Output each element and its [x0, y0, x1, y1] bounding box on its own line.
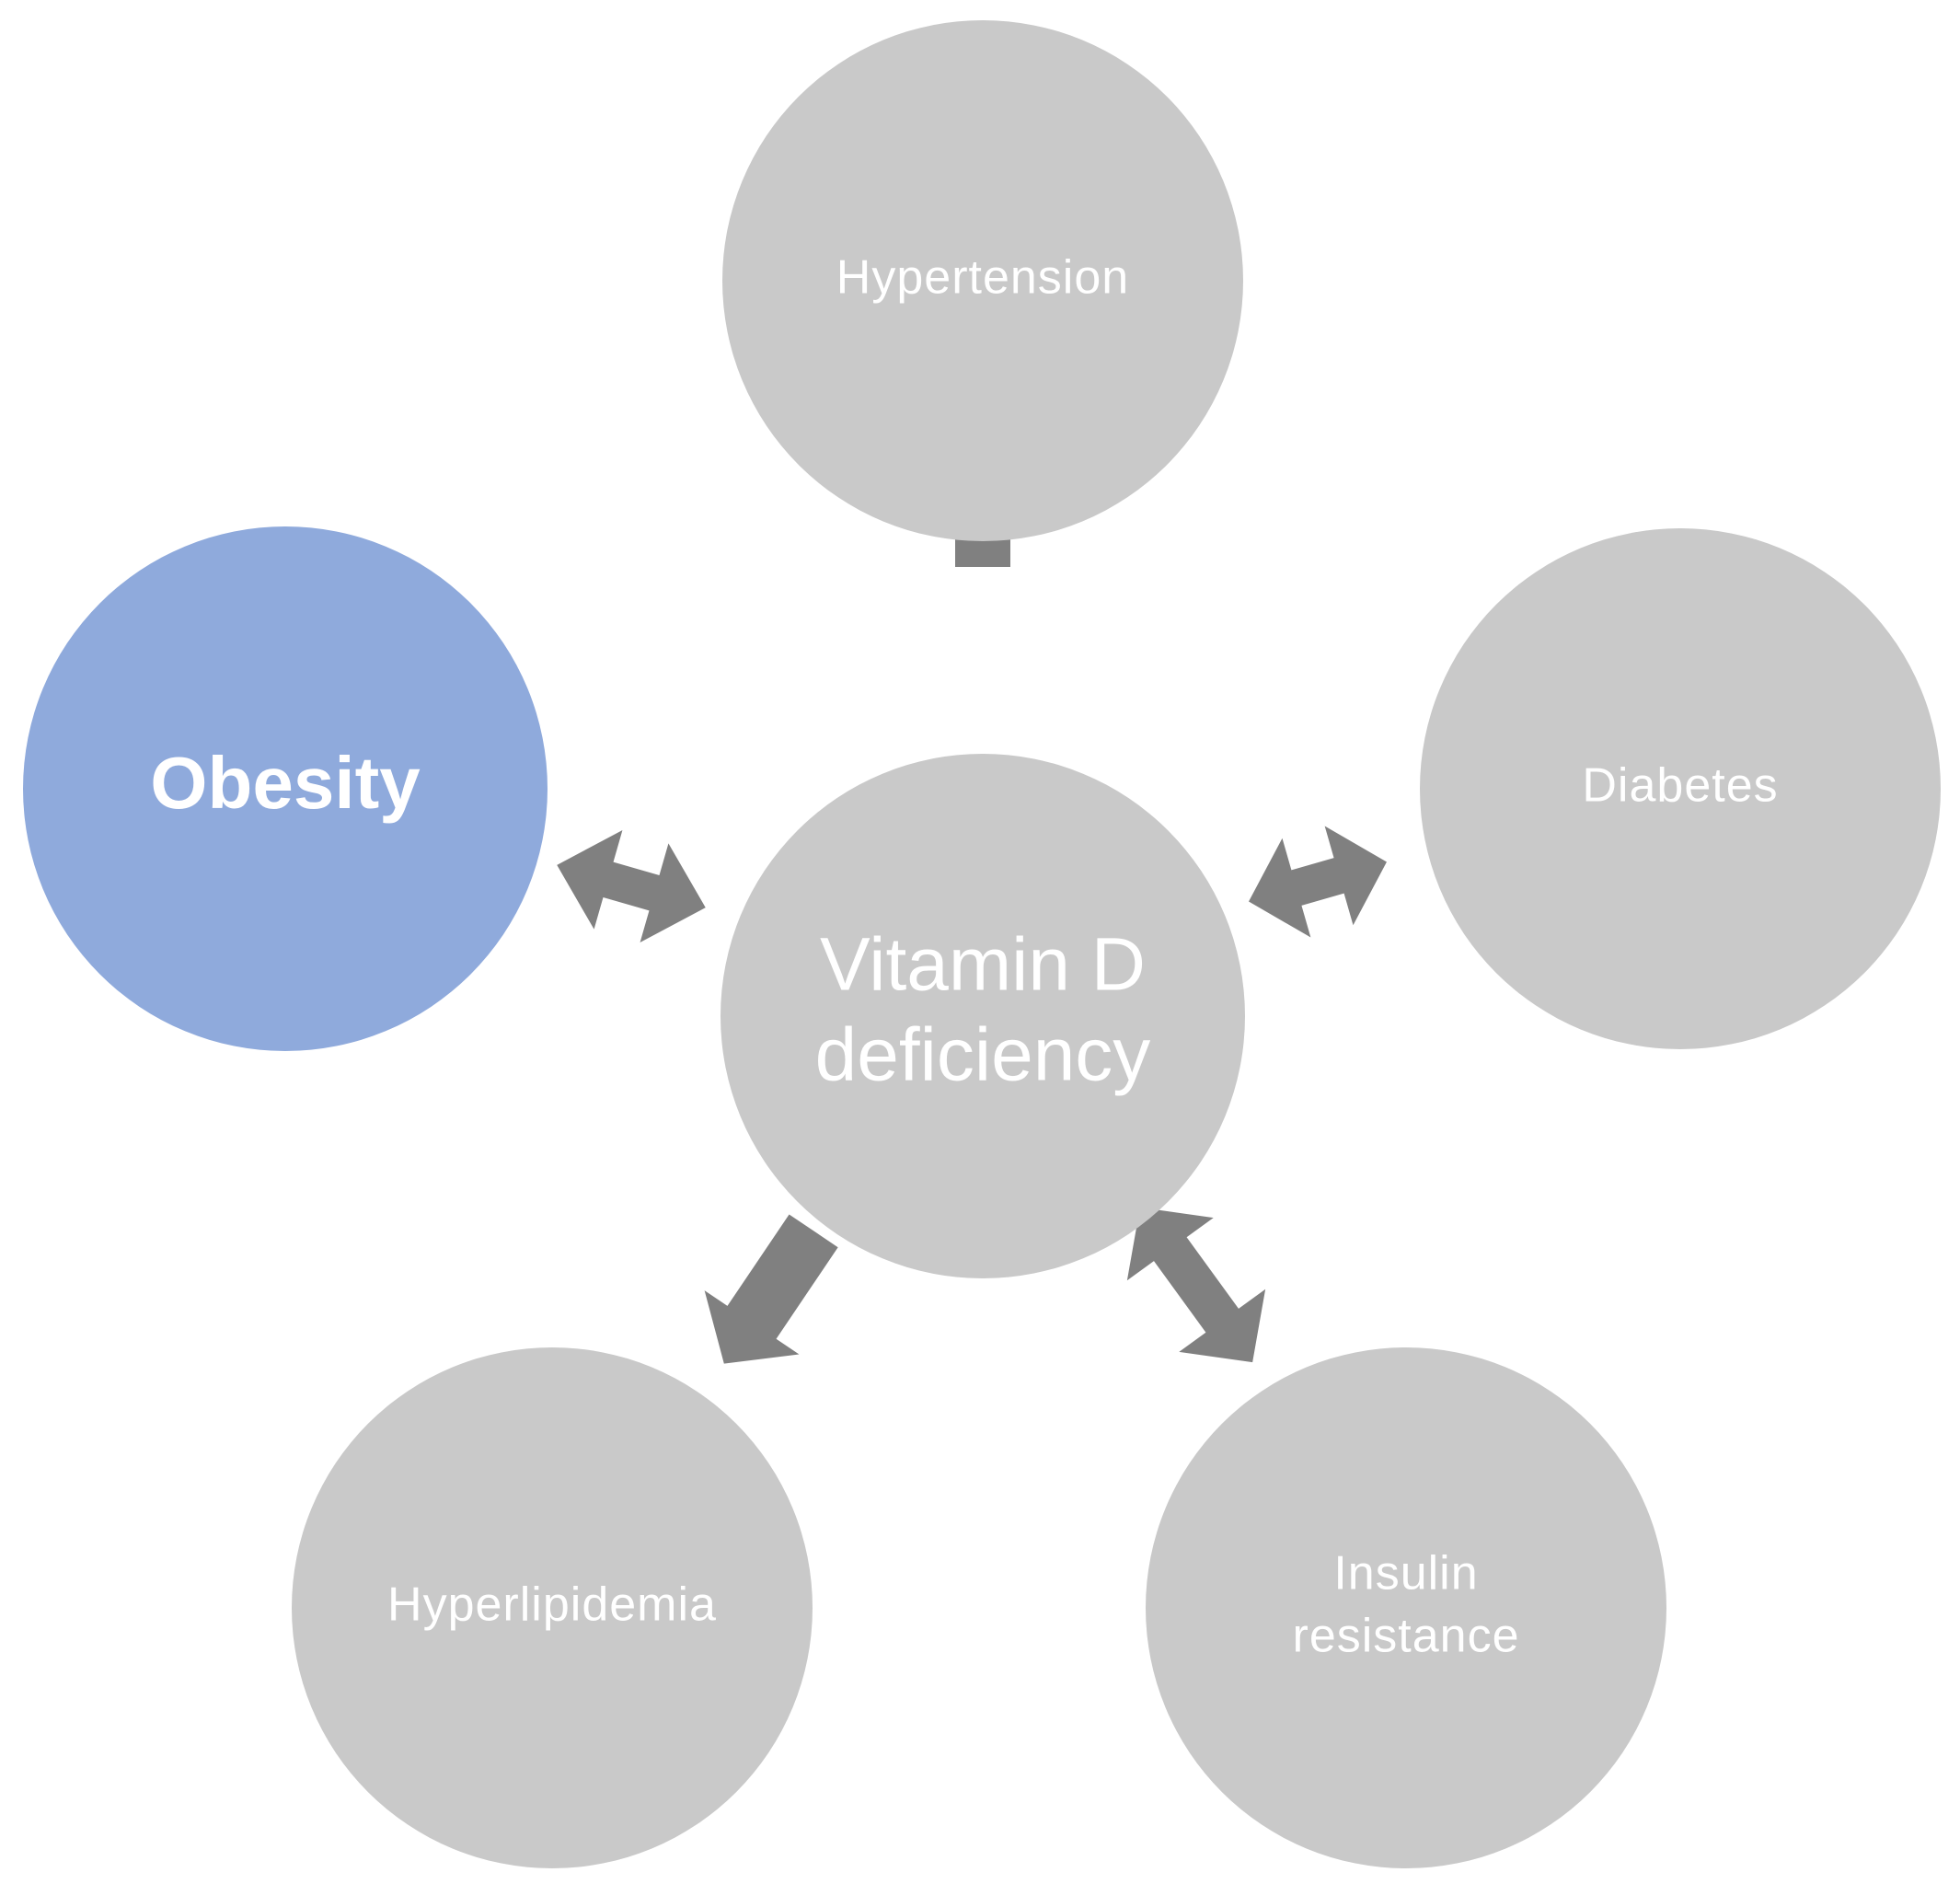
center-label-line2: deficiency	[815, 1013, 1151, 1097]
node-hyperlipidemia-circle	[292, 1347, 813, 1868]
arrow-center-to-hyperlipidemia	[704, 1214, 838, 1364]
node-diabetes-label: Diabetes	[1582, 759, 1778, 813]
center-label-line1: Vitamin D	[820, 923, 1146, 1007]
arrow-center-obesity	[557, 830, 706, 942]
node-insulin-resistance-circle	[1146, 1347, 1666, 1868]
node-diabetes: Diabetes	[1420, 528, 1941, 1049]
node-obesity-label: Obesity	[150, 742, 421, 824]
node-hypertension: Hypertension	[722, 20, 1243, 541]
node-hyperlipidemia: Hyperlipidemia	[292, 1347, 813, 1868]
node-obesity-circle	[23, 526, 548, 1051]
arrow-center-diabetes	[1249, 826, 1387, 938]
node-insulin-resistance-label-line1: Insulin	[1333, 1547, 1478, 1601]
node-center-circle	[721, 754, 1245, 1278]
node-diabetes-circle	[1420, 528, 1941, 1049]
node-insulin-resistance-label-line2: resistance	[1293, 1610, 1520, 1663]
node-hypertension-circle	[722, 20, 1243, 541]
node-hypertension-label: Hypertension	[836, 251, 1129, 305]
node-center: Vitamin D deficiency	[721, 754, 1245, 1278]
node-insulin-resistance: Insulin resistance	[1146, 1347, 1666, 1868]
node-obesity: Obesity	[23, 526, 548, 1051]
arrow-center-insulin-resistance	[1126, 1207, 1266, 1363]
node-hyperlipidemia-label: Hyperlipidemia	[387, 1578, 717, 1632]
